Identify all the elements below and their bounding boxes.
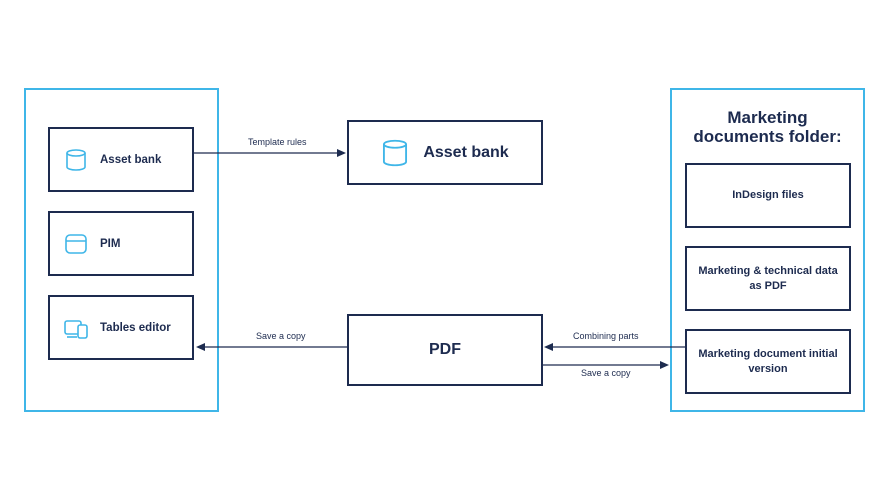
template-rules-arrowhead <box>337 149 346 157</box>
pim-label: PIM <box>100 237 121 250</box>
marketing-technical-data-label: Marketing & technical data as PDF <box>698 264 838 292</box>
database-icon <box>383 139 408 166</box>
save-copy-left-arrowhead <box>196 343 205 351</box>
marketing-document-initial-box[interactable]: Marketing document initial version <box>685 329 851 394</box>
marketing-technical-data-box[interactable]: Marketing & technical data as PDF <box>685 246 851 311</box>
tables-editor-box[interactable]: Tables editor <box>48 295 194 360</box>
pdf-label: PDF <box>429 341 461 358</box>
asset-bank-source-box[interactable]: Asset bank <box>48 127 194 192</box>
combining-parts-arrowhead <box>544 343 553 351</box>
indesign-files-box[interactable]: InDesign files <box>685 163 851 228</box>
save-copy-left-label: Save a copy <box>256 331 306 341</box>
database-icon <box>66 148 86 171</box>
marketing-document-initial-label: Marketing document initial version <box>698 347 838 375</box>
combining-parts-label: Combining parts <box>573 331 639 341</box>
window-icon <box>65 233 87 254</box>
tables-editor-label: Tables editor <box>100 321 171 334</box>
pdf-box[interactable]: PDF <box>347 314 543 386</box>
asset-bank-label: Asset bank <box>423 143 509 161</box>
indesign-files-label: InDesign files <box>732 189 804 201</box>
asset-bank-box[interactable]: Asset bank <box>347 120 543 185</box>
devices-icon <box>64 319 88 339</box>
pim-box[interactable]: PIM <box>48 211 194 276</box>
save-copy-right-arrowhead <box>660 361 669 369</box>
asset-bank-source-label: Asset bank <box>100 153 162 166</box>
template-rules-label: Template rules <box>248 137 307 147</box>
save-copy-right-label: Save a copy <box>581 368 631 378</box>
right-panel-title: Marketing documents folder: <box>693 108 842 146</box>
